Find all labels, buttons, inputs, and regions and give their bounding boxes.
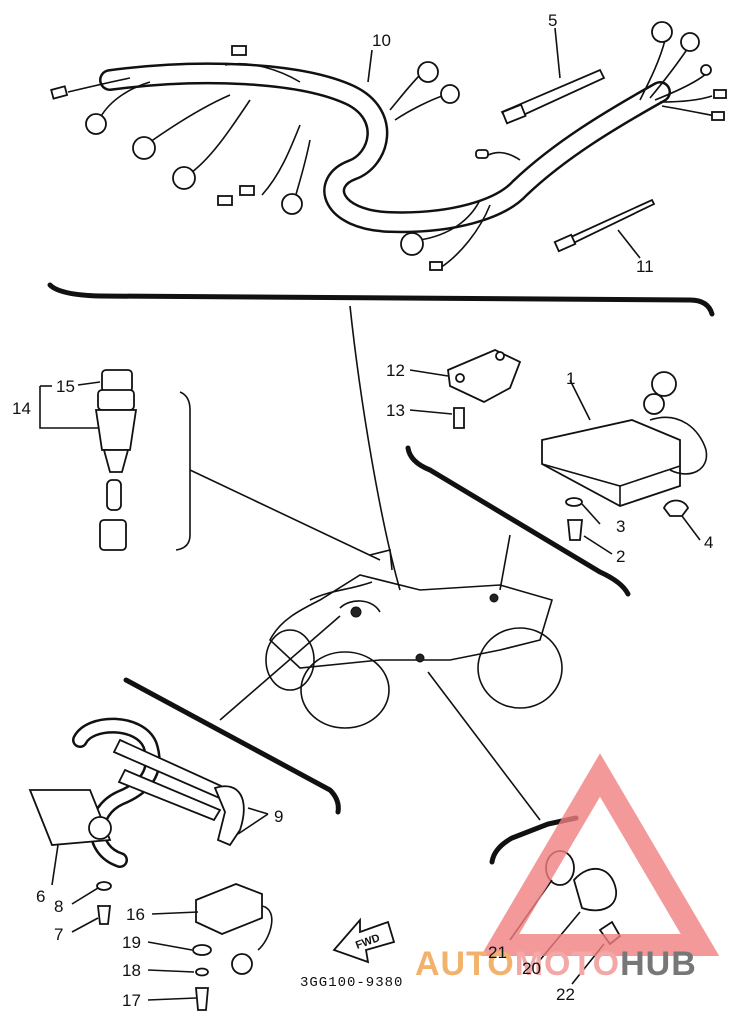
- fwd-arrow: FWD: [332, 917, 396, 964]
- leader-lines: [39, 27, 701, 1001]
- connector-plug: [85, 113, 107, 135]
- callout-9: 9: [274, 807, 283, 826]
- ignition-bracket: [123, 677, 341, 815]
- callout-16: 16: [126, 905, 145, 924]
- pointer-lines: [189, 305, 541, 821]
- bolt-part-2: [567, 519, 583, 541]
- watermark-moto: MOTO: [515, 945, 620, 983]
- atv-outline: [265, 548, 563, 729]
- washer-part-3: [565, 497, 583, 507]
- wire-harness: [50, 21, 727, 271]
- washer-part-8: [96, 881, 112, 891]
- screw-part-13: [453, 407, 465, 429]
- callout-19: 19: [122, 933, 141, 952]
- callout-3: 3: [616, 517, 625, 536]
- callout-14: 14: [12, 399, 31, 418]
- callout-22: 22: [556, 985, 575, 1004]
- clamp-part-11: [553, 198, 656, 253]
- main-switch-bracket: [175, 391, 191, 551]
- callout-21: 21: [488, 943, 507, 962]
- ignition-coil-part-6: [28, 717, 245, 925]
- callout-2: 2: [616, 547, 625, 566]
- relay-part-16: [192, 883, 273, 1011]
- cdi-unit-part-1: [541, 371, 708, 541]
- callout-numbers: 1 2 3 4 5 6 7 8 9 10 11 12 13 14 15 16 1…: [12, 11, 713, 1010]
- harness-bracket: [47, 282, 715, 317]
- callout-20: 20: [522, 959, 541, 978]
- callout-15: 15: [56, 377, 75, 396]
- callout-13: 13: [386, 401, 405, 420]
- cdi-bracket: [405, 445, 631, 597]
- section-brackets: [47, 282, 715, 865]
- bolt-part-7: [96, 905, 112, 925]
- clip-part-4: [662, 499, 690, 517]
- sensor-bracket: [489, 815, 579, 865]
- bolt-part-17: [195, 987, 209, 1011]
- svg-text:AUTOMOTOHUB: AUTOMOTOHUB: [415, 945, 697, 983]
- watermark-hub: HUB: [620, 945, 697, 983]
- watermark-triangle: [480, 753, 720, 956]
- main-switch-part-14: [94, 369, 138, 551]
- callout-1: 1: [566, 369, 575, 388]
- callout-5: 5: [548, 11, 557, 30]
- diagram-code: 3GG100-9380: [300, 975, 403, 991]
- callout-12: 12: [386, 361, 405, 380]
- callout-18: 18: [122, 961, 141, 980]
- callout-6: 6: [36, 887, 45, 906]
- callout-8: 8: [54, 897, 63, 916]
- washer-part-19: [192, 944, 212, 956]
- band-part-5: [500, 68, 606, 125]
- key-part-15: [101, 369, 133, 393]
- callout-7: 7: [54, 925, 63, 944]
- washer-part-18: [195, 967, 209, 977]
- regulator-part-12: [447, 349, 522, 429]
- callout-17: 17: [122, 991, 141, 1010]
- watermark: AUTOMOTOHUB: [415, 753, 720, 983]
- watermark-auto: AUTO: [415, 945, 515, 983]
- callout-4: 4: [704, 533, 713, 552]
- callout-11: 11: [636, 257, 654, 276]
- callout-10: 10: [372, 31, 391, 50]
